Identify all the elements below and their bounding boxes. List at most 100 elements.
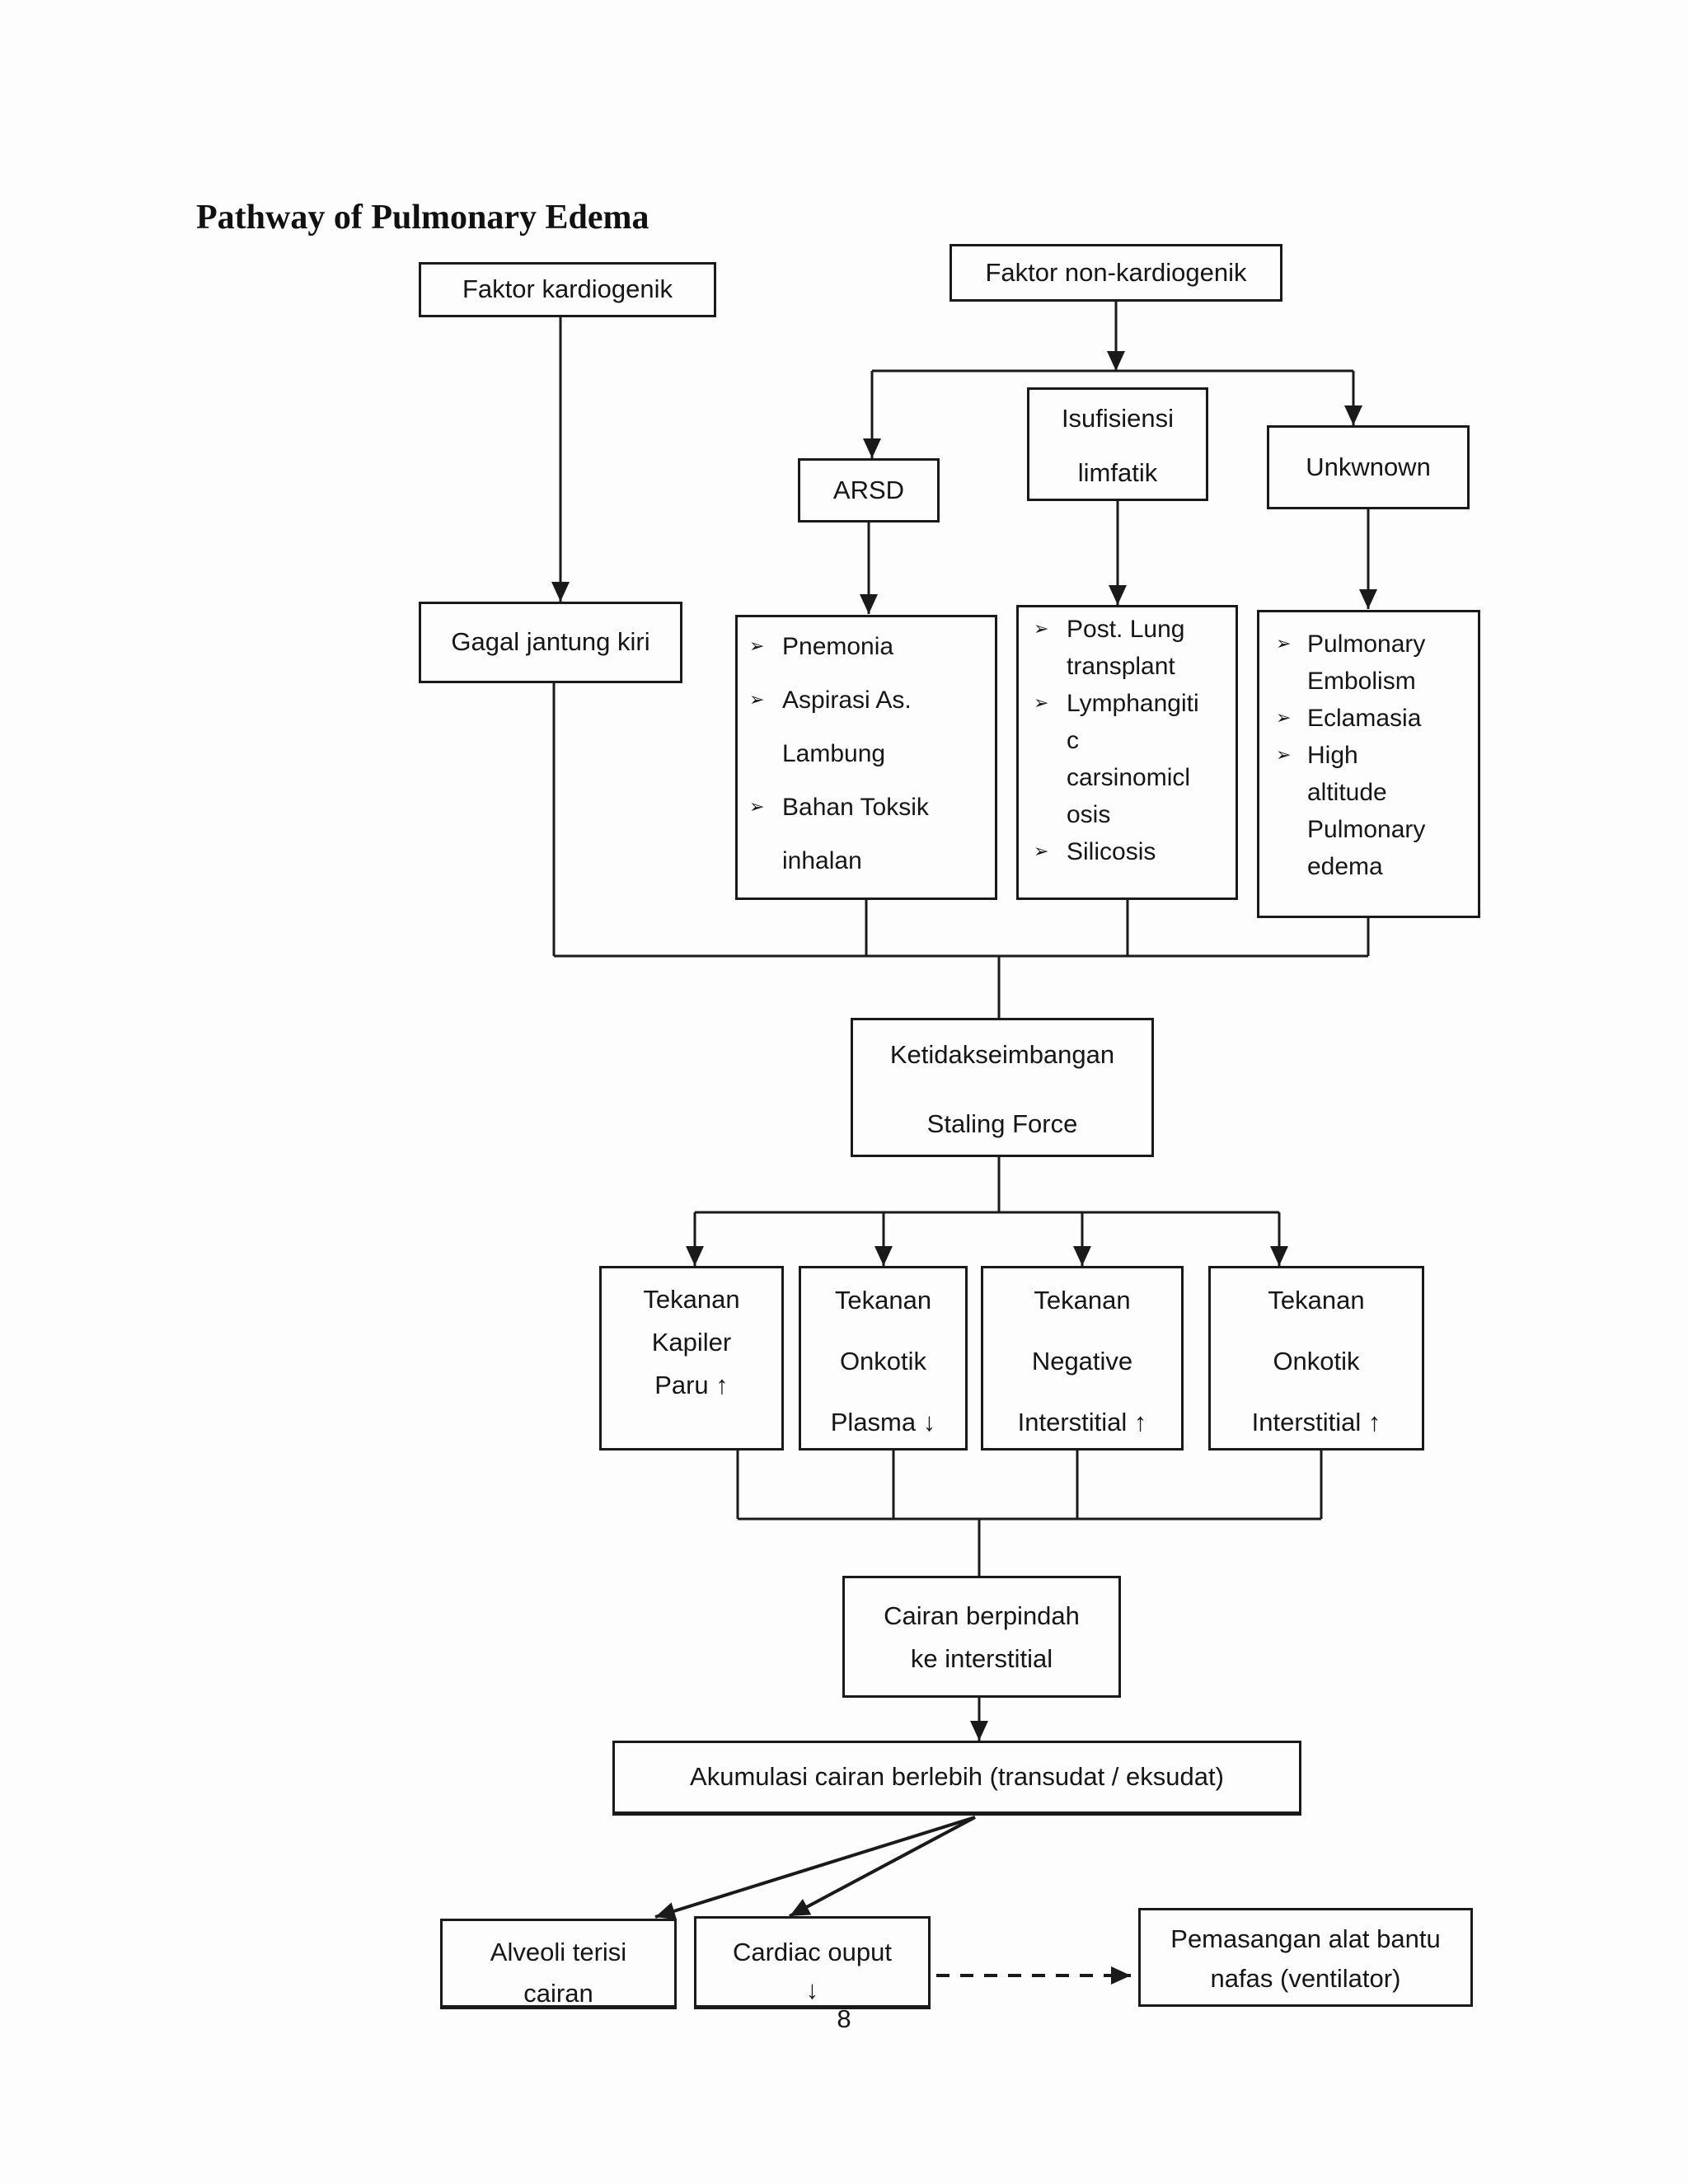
text-line: Isufisiensi — [1061, 404, 1175, 433]
text-line: Interstitial ↑ — [1017, 1408, 1147, 1436]
text-line: Ketidakseimbangan — [889, 1040, 1115, 1069]
text-line: Interstitial ↑ — [1251, 1408, 1381, 1436]
text-line: nafas (ventilator) — [1210, 1964, 1401, 1993]
node-gagal-jantung-kiri: Gagal jantung kiri — [419, 602, 682, 683]
arrow-bullet-icon: ➢ — [1276, 634, 1292, 654]
text-line: Paru ↑ — [654, 1371, 729, 1399]
text-line: Tekanan — [834, 1286, 932, 1315]
text-line: Staling Force — [926, 1109, 1078, 1138]
text-line: Lymphangiti — [1067, 690, 1199, 717]
bullet-item: ➢ Post. Lung transplant — [1034, 611, 1231, 685]
text-line: Bahan Toksik — [782, 794, 929, 821]
page-title: Pathway of Pulmonary Edema — [196, 199, 649, 237]
node-alveoli-terisi-cairan: Alveoli terisi cairan — [440, 1919, 677, 2009]
node-ventilator: Pemasangan alat bantu nafas (ventilator) — [1138, 1908, 1473, 2007]
text-line: Tekanan — [643, 1285, 740, 1314]
text-line: carsinomicl — [1067, 764, 1191, 791]
bullet-text: Bahan Toksik inhalan — [782, 780, 988, 888]
node-isufisiensi-limfatik: Isufisiensi limfatik — [1027, 387, 1208, 501]
arrow-bullet-icon: ➢ — [1276, 745, 1292, 766]
node-label: Unkwnown — [1306, 452, 1431, 481]
arrow-bullet-icon: ➢ — [749, 797, 765, 818]
bullet-text: Eclamasia — [1307, 700, 1473, 737]
text-line: Pnemonia — [782, 633, 894, 660]
text-line: Eclamasia — [1307, 705, 1422, 732]
text-line: Plasma ↓ — [830, 1408, 936, 1436]
bullet-text: Lymphangiti c carsinomicl osis — [1067, 685, 1231, 833]
arrow-bullet-icon: ➢ — [749, 690, 765, 710]
text-line: c — [1067, 727, 1079, 754]
node-cairan-berpindah: Cairan berpindah ke interstitial — [842, 1576, 1121, 1698]
text-line: Onkotik — [1273, 1347, 1360, 1376]
text-line: Pulmonary — [1307, 630, 1426, 658]
node-faktor-kardiogenik: Faktor kardiogenik — [419, 262, 716, 317]
text-line: Aspirasi As. — [782, 687, 912, 714]
text-line: limfatik — [1077, 458, 1158, 487]
bullet-text: Post. Lung transplant — [1067, 611, 1231, 685]
bullet-text: Pnemonia — [782, 620, 988, 673]
text-line: Lambung — [782, 740, 886, 767]
text-line: altitude — [1307, 779, 1387, 806]
text-line: transplant — [1067, 653, 1175, 680]
node-label: Faktor kardiogenik — [462, 274, 673, 304]
text-line: Silicosis — [1067, 838, 1156, 865]
text-line: Negative — [1031, 1347, 1133, 1376]
text-line: Cardiac ouput — [732, 1938, 892, 1966]
node-faktor-non-kardiogenik: Faktor non-kardiogenik — [950, 244, 1282, 302]
text-line: inhalan — [782, 847, 862, 874]
arrow-bullet-icon: ➢ — [1276, 708, 1292, 729]
arrow-akumulasi-to-alveoli — [654, 1816, 976, 1920]
text-line: Tekanan — [1034, 1286, 1131, 1315]
text-line: Post. Lung — [1067, 616, 1185, 643]
bullet-item: ➢ Pnemonia — [749, 620, 988, 673]
text-line: edema — [1307, 853, 1383, 880]
text-line: High — [1307, 742, 1358, 769]
bullet-text: Silicosis — [1067, 833, 1231, 870]
bullet-item: ➢ Aspirasi As. Lambung — [749, 673, 988, 780]
arrow-akumulasi-to-cardiac — [789, 1816, 976, 1918]
arrow-bullet-icon: ➢ — [1034, 841, 1049, 862]
text-line: Alveoli terisi — [490, 1938, 627, 1966]
bullet-item: ➢ Lymphangiti c carsinomicl osis — [1034, 685, 1231, 833]
bullet-item: ➢ Bahan Toksik inhalan — [749, 780, 988, 888]
text-line: Embolism — [1307, 668, 1416, 695]
text-line: ↓ — [805, 1975, 819, 2004]
node-arsd-causes-list: ➢ Pnemonia ➢ Aspirasi As. Lambung ➢ Bahan Toks… — [735, 615, 997, 900]
text-line: Pulmonary — [1307, 816, 1426, 843]
arrow-bullet-icon: ➢ — [1034, 693, 1049, 714]
page-number: 8 — [837, 2004, 851, 2033]
text-line: ke interstitial — [910, 1644, 1053, 1673]
text-line: Cairan berpindah — [884, 1601, 1080, 1630]
text-line: Kapiler — [651, 1328, 732, 1357]
node-unknown: Unkwnown — [1267, 425, 1470, 509]
node-label: Gagal jantung kiri — [451, 627, 650, 657]
arrow-bullet-icon: ➢ — [749, 636, 765, 657]
node-akumulasi-cairan: Akumulasi cairan berlebih (transudat / e… — [612, 1741, 1301, 1816]
text-line: osis — [1067, 801, 1111, 828]
text-line: Tekanan — [1268, 1286, 1365, 1315]
node-limfatik-causes-list: ➢ Post. Lung transplant ➢ Lymphangiti c carsin… — [1016, 605, 1238, 900]
node-cardiac-output: Cardiac ouput ↓ — [694, 1916, 931, 2009]
node-label: Faktor non-kardiogenik — [985, 257, 1247, 287]
node-arsd: ARSD — [798, 458, 940, 523]
text-line: Pemasangan alat bantu — [1170, 1924, 1441, 1953]
node-label: Akumulasi cairan berlebih (transudat / e… — [690, 1762, 1224, 1792]
bullet-text: Aspirasi As. Lambung — [782, 673, 988, 780]
arrow-bullet-icon: ➢ — [1034, 619, 1049, 640]
bullet-item: ➢ Silicosis — [1034, 833, 1231, 870]
text-line: Onkotik — [839, 1347, 927, 1376]
text-line: cairan — [523, 1979, 593, 2008]
bullet-item: ➢ Eclamasia — [1276, 700, 1473, 737]
